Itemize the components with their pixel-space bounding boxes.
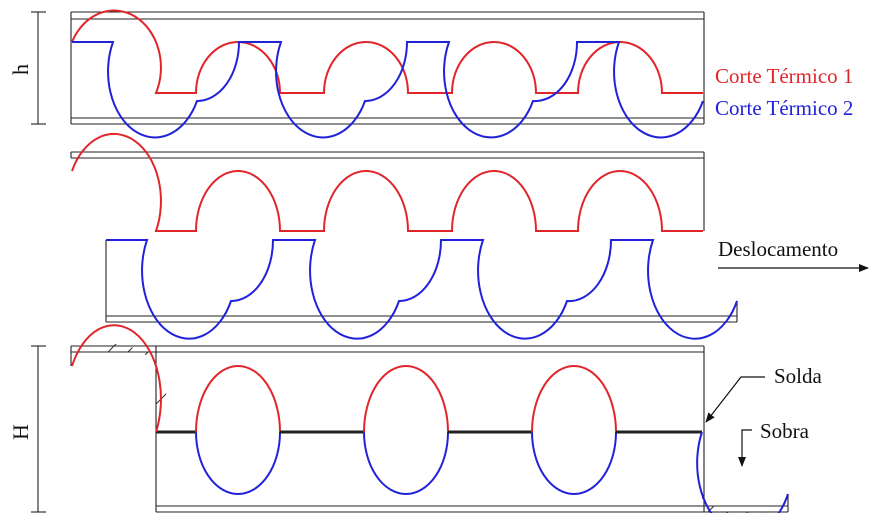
weld-label: Solda: [774, 364, 823, 388]
legend-cut2: Corte Térmico 2: [715, 96, 853, 120]
weld-leader: [705, 376, 765, 423]
cut2-line-panel3: [195, 431, 789, 513]
panel-separated-halves: Deslocamento: [70, 132, 869, 340]
lower-half-outline: [105, 240, 738, 323]
leftover-label: Sobra: [760, 419, 810, 443]
dimension-h: [31, 11, 46, 125]
cut2-line-panel1: [72, 41, 704, 139]
displacement-label: Deslocamento: [718, 237, 838, 261]
panel-welded-beam: H Solda Sobra: [8, 324, 823, 513]
dimension-H-label: H: [8, 424, 33, 440]
dimension-h-label: h: [8, 64, 33, 75]
cut1-line-panel2: [71, 132, 703, 232]
upper-half-outline: [70, 151, 705, 231]
beam-outline-top: [70, 11, 705, 125]
panel-original-beam: h Corte Térmico 1 Corte Térmico 2: [8, 9, 853, 139]
welded-beam-outline: [70, 345, 789, 513]
cut2-line-panel2: [106, 239, 738, 340]
leftover-leader: [738, 429, 752, 467]
cut1-line-panel3: [71, 324, 617, 433]
dimension-H: [31, 345, 46, 513]
legend-cut1: Corte Térmico 1: [715, 64, 853, 88]
cut1-line-panel1: [71, 9, 703, 94]
